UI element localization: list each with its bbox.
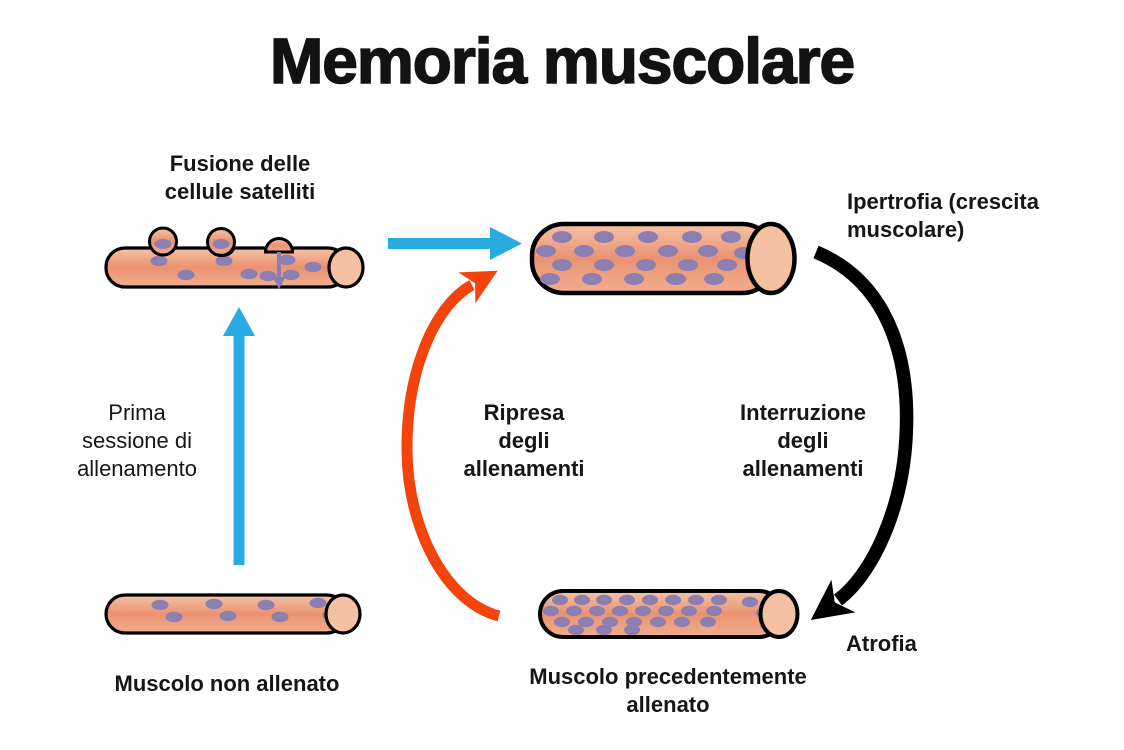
muscle-satellite-fusion <box>104 226 365 289</box>
muscle-end-cap <box>324 593 362 635</box>
fusion-down-arrow <box>272 252 286 289</box>
label-line: Muscolo precedentemente <box>529 664 807 689</box>
muscle-hypertrophy <box>529 221 797 296</box>
label-line: allenamento <box>77 455 197 481</box>
label-line: cellule satelliti <box>164 178 316 204</box>
page-title: Memoria muscolare <box>269 24 856 98</box>
muscle-end-cap <box>745 221 797 296</box>
muscle-untrained <box>104 593 362 635</box>
muscle-end-cap <box>758 589 800 639</box>
label-line: allenamenti <box>742 455 864 481</box>
label-stop-training: Interruzione degli allenamenti <box>740 399 866 483</box>
muscle-nuclei <box>543 594 772 636</box>
label-first-session: Prima sessione di allenamento <box>77 399 197 483</box>
label-line: Interruzione <box>740 400 866 425</box>
label-line: allenato <box>626 691 710 717</box>
fusion-to-hypertrophy-arrow-icon <box>388 227 522 260</box>
label-line: sessione di <box>81 427 193 453</box>
muscle-nuclei <box>536 231 768 285</box>
stop-training-arrow-icon <box>810 245 914 621</box>
label-line: Prima <box>108 400 166 425</box>
satellite-cell-2 <box>206 227 236 257</box>
satellite-cell-1 <box>148 226 178 257</box>
muscle-nuclei <box>150 254 322 282</box>
label-resume-training: Ripresa degli allenamenti <box>463 399 584 483</box>
label-line: degli <box>777 427 829 453</box>
label-untrained-muscle: Muscolo non allenato <box>114 671 340 696</box>
label-line: Ripresa <box>483 400 565 425</box>
satellite-cell-3 <box>263 237 295 254</box>
label-atrophy: Atrofia <box>846 631 917 656</box>
muscle-end-cap <box>327 246 365 289</box>
label-line: degli <box>498 427 550 453</box>
label-satellite-fusion: Fusione delle cellule satelliti <box>165 150 315 206</box>
first-session-arrow-icon <box>223 307 255 565</box>
resume-training-arrow-icon <box>401 270 501 622</box>
label-hypertrophy: Ipertrofia (crescita muscolare) <box>847 188 1039 244</box>
label-line: allenamenti <box>463 455 585 481</box>
label-line: Fusione delle <box>169 151 311 176</box>
muscle-previously-trained <box>538 589 800 639</box>
label-line: muscolare) <box>847 216 965 242</box>
label-line: Ipertrofia (crescita <box>847 189 1039 214</box>
label-previously-trained-muscle: Muscolo precedentemente allenato <box>529 663 807 719</box>
